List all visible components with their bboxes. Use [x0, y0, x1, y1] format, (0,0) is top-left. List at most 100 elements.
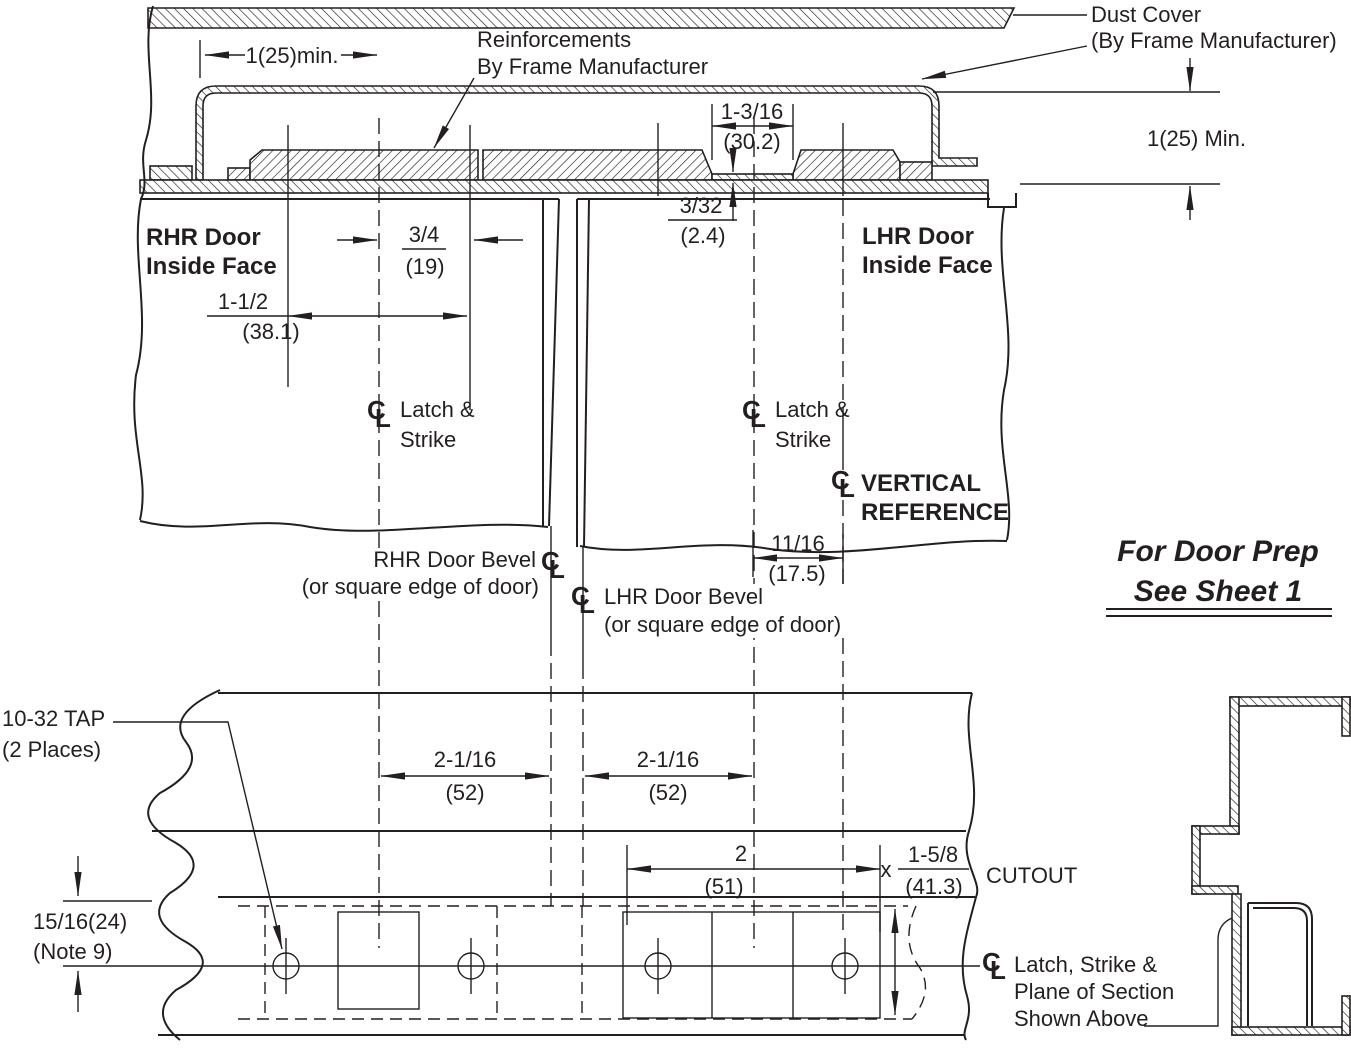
- dim-x: x: [881, 857, 892, 882]
- frame-soffit: [139, 179, 989, 194]
- dimensions-bottom: [74, 721, 1233, 1027]
- vertical-reference-label-2: REFERENCE: [861, 499, 1009, 526]
- lhr-door-edge: [576, 198, 590, 548]
- lhr-door-right-break: [1000, 207, 1011, 541]
- lhr-door-bottom-break: [579, 539, 1008, 554]
- screw-holes: [272, 938, 859, 994]
- centerline-icon: C: [367, 395, 386, 425]
- tap-leader: [113, 721, 283, 950]
- dust-cover-label-2: (By Frame Manufacturer): [1091, 28, 1337, 53]
- centerline-icon: L: [750, 403, 766, 433]
- soffit-plan-view: [74, 689, 1233, 1041]
- dim-3-4: 3/4: [409, 222, 440, 247]
- section-plane-label: Latch, Strike &: [1014, 952, 1157, 977]
- text-backer: [596, 584, 902, 638]
- centerline-icon: C: [571, 581, 590, 611]
- lhr-cutout-dividers: [711, 912, 794, 1018]
- tap-label-2: (2 Places): [2, 737, 101, 762]
- dim-1-5-8: 1-5/8: [908, 842, 958, 867]
- reinforcement-plate: [899, 161, 933, 181]
- lhr-bevel-label-2: (or square edge of door): [604, 612, 841, 637]
- tap-label: 10-32 TAP: [2, 706, 105, 731]
- dim-3-32: 3/32: [680, 193, 723, 218]
- frame-left-break: [140, 5, 154, 200]
- dim-11-16: 11/16: [771, 531, 824, 556]
- dim-2-4: (2.4): [680, 223, 725, 248]
- dim-19: (19): [405, 254, 444, 279]
- rhr-bevel-label-2: (or square edge of door): [302, 574, 539, 599]
- dim-1-3-16: 1-3/16: [721, 99, 783, 124]
- centerline-icon: L: [839, 473, 855, 503]
- reinforcement-plate: [482, 149, 713, 181]
- rhr-door-label-2: Inside Face: [146, 253, 277, 280]
- section-plane-leader: [1144, 917, 1233, 1027]
- dim-1-25-min-right: 1(25) Min.: [1147, 126, 1246, 151]
- rhr-door-bottom-break: [139, 520, 549, 532]
- dim-1-25-min-left: 1(25)min.: [246, 43, 339, 68]
- cutout-label: CUTOUT: [986, 863, 1077, 888]
- section-plane-label-2: Plane of Section: [1014, 979, 1174, 1004]
- plan-outlines: [147, 689, 979, 1041]
- reinforcements-leader: [433, 77, 475, 149]
- frame-profile-view: [1191, 696, 1351, 1036]
- dim-2: 2: [735, 841, 747, 866]
- dim-52-right: (52): [648, 780, 687, 805]
- dim-52-left: (52): [445, 780, 484, 805]
- dimensions-top: [204, 14, 1332, 617]
- reinforcement-plate: [792, 149, 901, 181]
- dim-15-16-24: 15/16(24): [33, 909, 127, 934]
- vertical-reference-label: VERTICAL: [861, 470, 981, 497]
- annotations: Dust Cover (By Frame Manufacturer) Reinf…: [2, 2, 1337, 1031]
- centerline-icon: C: [742, 395, 761, 425]
- rhr-strike-box: [337, 911, 420, 1010]
- reinforcements-label-2: By Frame Manufacturer: [477, 54, 708, 79]
- plan-right-break: [961, 692, 979, 1041]
- rhr-door-bevel-edge: [542, 198, 560, 527]
- dust-cover-side-profile: [1247, 902, 1313, 1026]
- reinforcement-plate: [227, 167, 251, 181]
- centerline-icon: L: [549, 554, 565, 584]
- centerline-icon: C: [541, 546, 560, 576]
- plan-left-break: [147, 689, 221, 1041]
- centerline-icon: L: [375, 403, 391, 433]
- centerline-icon: C: [831, 465, 850, 495]
- dim-2-1-16-right: 2-1/16: [637, 747, 699, 772]
- centerlines: [378, 118, 844, 948]
- door-prep-note: For Door Prep: [1117, 535, 1319, 568]
- frame-face-return: [149, 165, 193, 181]
- centerline-icon: L: [579, 589, 595, 619]
- lhr-latch-strike-label-2: Strike: [775, 427, 831, 452]
- lhr-door-label: LHR Door: [862, 223, 974, 250]
- dim-1-1-2: 1-1/2: [218, 289, 268, 314]
- dim-17-5: (17.5): [768, 561, 825, 586]
- dim-41-3: (41.3): [905, 874, 962, 899]
- dim-30-2: (30.2): [723, 129, 780, 154]
- extension-lines: [63, 40, 980, 967]
- lhr-door-label-2: Inside Face: [862, 252, 993, 279]
- dim-51: (51): [704, 874, 743, 899]
- recess-floor: [711, 173, 794, 181]
- rhr-latch-strike-label: Latch &: [400, 397, 475, 422]
- dim-38-1: (38.1): [242, 319, 299, 344]
- dust-cover-label: Dust Cover: [1091, 2, 1201, 27]
- prep-hidden-lines: [238, 905, 927, 1020]
- rhr-door-label: RHR Door: [146, 224, 261, 251]
- dust-cover-leader-arrow: [921, 45, 1088, 80]
- dim-2-1-16-left: 2-1/16: [434, 747, 496, 772]
- rhr-door-left-break: [133, 198, 144, 521]
- section-outlines: [133, 5, 1017, 554]
- frame-head-section: [139, 7, 1016, 194]
- lhr-bevel-label: LHR Door Bevel: [604, 584, 763, 609]
- text-backer: [274, 548, 542, 600]
- centerline-icon: C: [982, 947, 1001, 977]
- lhr-cutout-box: [622, 911, 881, 1019]
- rhr-bevel-label: RHR Door Bevel: [373, 547, 536, 572]
- see-sheet-underline: [1106, 608, 1332, 617]
- dust-cover-profile: [195, 85, 978, 181]
- centerline-icon: L: [990, 955, 1006, 985]
- reinforcements-label: Reinforcements: [477, 27, 631, 52]
- door-prep-note-2: See Sheet 1: [1134, 575, 1302, 608]
- reinforcement-plate: [249, 149, 479, 181]
- frame-face-band: [147, 7, 1016, 29]
